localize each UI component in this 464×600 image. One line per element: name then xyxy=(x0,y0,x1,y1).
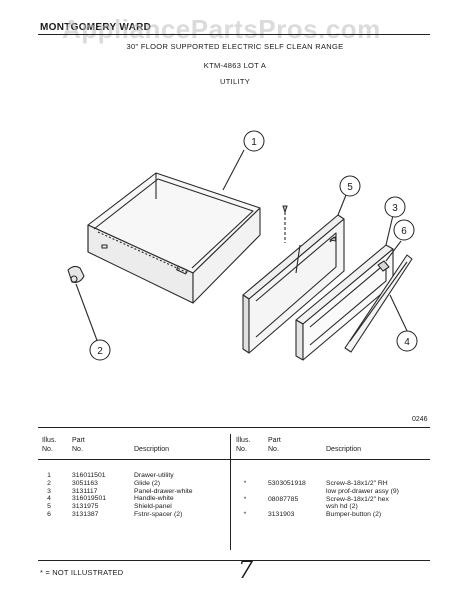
table-cell: 3131387 xyxy=(72,510,99,518)
svg-text:5: 5 xyxy=(347,182,353,193)
table-cell: 316011501 xyxy=(72,472,106,479)
table-cell: * xyxy=(243,495,247,503)
table-cell: * xyxy=(243,480,247,487)
table-cell: 2 xyxy=(47,479,51,487)
table-cell: 3 xyxy=(47,487,51,495)
shield-panel-drawing xyxy=(242,189,349,354)
not-illustrated-note: * = NOT ILLUSTRATED xyxy=(40,568,124,577)
callout-2: 2 xyxy=(89,339,111,361)
exploded-parts-diagram: 1 2 3 4 5 6 xyxy=(67,130,418,361)
table-cell: 316019501 xyxy=(72,495,107,503)
table-cell: 3051163 xyxy=(72,479,98,487)
left-description-column: Drawer-utility Glide (2) Panel-drawer-wh… xyxy=(134,472,193,519)
table-cell: wsh hd (2) xyxy=(326,503,358,511)
table-cell: 3131975 xyxy=(72,503,99,511)
drawer-utility-drawing xyxy=(87,172,261,304)
table-cell: Drawer-utility xyxy=(134,472,174,479)
callout-5: 5 xyxy=(339,175,361,197)
right-illus-column: * * * xyxy=(238,480,252,519)
table-cell: low prof-drawer assy (9) xyxy=(326,487,399,495)
left-illus-column: 1 2 3 4 5 6 xyxy=(42,472,56,519)
header-description-left: Description xyxy=(134,446,170,453)
svg-text:4: 4 xyxy=(404,337,410,348)
screw-drawing xyxy=(282,205,337,243)
table-cell: 4 xyxy=(47,495,51,503)
svg-text:6: 6 xyxy=(401,226,407,237)
table-top-rule xyxy=(38,427,430,428)
table-cell: 5303051918 xyxy=(268,480,306,487)
table-cell: Handle-white xyxy=(134,495,174,503)
header-illus-no-left: Illus.No. xyxy=(42,437,57,453)
table-cell: 1 xyxy=(47,472,51,479)
table-cell: Screw-8-18x1/2" RH xyxy=(326,480,388,487)
table-cell: Fstnr-spacer (2) xyxy=(134,510,183,518)
right-part-column: 5303051918 08087785 3131903 xyxy=(268,480,306,519)
table-cell: 5 xyxy=(47,503,51,511)
table-cell: 6 xyxy=(47,510,51,518)
watermark-text: AppliancePartsPros.com xyxy=(62,14,381,44)
svg-text:3: 3 xyxy=(392,203,398,214)
right-description-column: Screw-8-18x1/2" RH low prof-drawer assy … xyxy=(326,480,399,519)
table-cell: Screw-8-18x1/2" hex xyxy=(326,495,389,503)
callout-6: 6 xyxy=(393,219,415,241)
callout-1: 1 xyxy=(243,130,265,152)
svg-text:1: 1 xyxy=(251,137,257,148)
table-cell: 3131117 xyxy=(72,487,98,495)
table-cell: Shield-panel xyxy=(134,503,172,511)
title-line-3: UTILITY xyxy=(219,77,251,86)
left-part-column: 316011501 3051163 3131117 316019501 3131… xyxy=(72,472,106,519)
table-cell: 3131903 xyxy=(268,511,295,519)
header-illus-no-right: Illus.No. xyxy=(236,437,251,453)
handwritten-page-mark: 7 xyxy=(238,556,254,584)
title-line-1: 30" FLOOR SUPPORTED ELECTRIC SELF CLEAN … xyxy=(126,42,344,51)
table-cell: Bumper-button (2) xyxy=(326,511,382,519)
glide-drawing xyxy=(67,265,99,344)
brand-name: MONTGOMERY WARD xyxy=(40,22,152,33)
callout-3: 3 xyxy=(384,196,406,218)
table-cell: Glide (2) xyxy=(134,479,161,487)
table-cell: * xyxy=(243,511,247,519)
table-cell: Panel-drawer-white xyxy=(134,487,193,495)
callout-4: 4 xyxy=(396,330,418,352)
header-description-right: Description xyxy=(326,446,362,453)
table-divider xyxy=(230,434,231,550)
table-bottom-rule xyxy=(38,560,430,561)
table-cell: 08087785 xyxy=(268,495,299,503)
top-rule xyxy=(38,34,430,35)
fastener-spacer-drawing xyxy=(377,240,402,272)
svg-text:2: 2 xyxy=(97,346,103,357)
title-line-2: KTM-4863 LOT A xyxy=(203,61,267,70)
table-header-rule xyxy=(38,459,430,460)
figure-code: 0246 xyxy=(412,416,428,423)
handle-drawing xyxy=(344,254,413,353)
